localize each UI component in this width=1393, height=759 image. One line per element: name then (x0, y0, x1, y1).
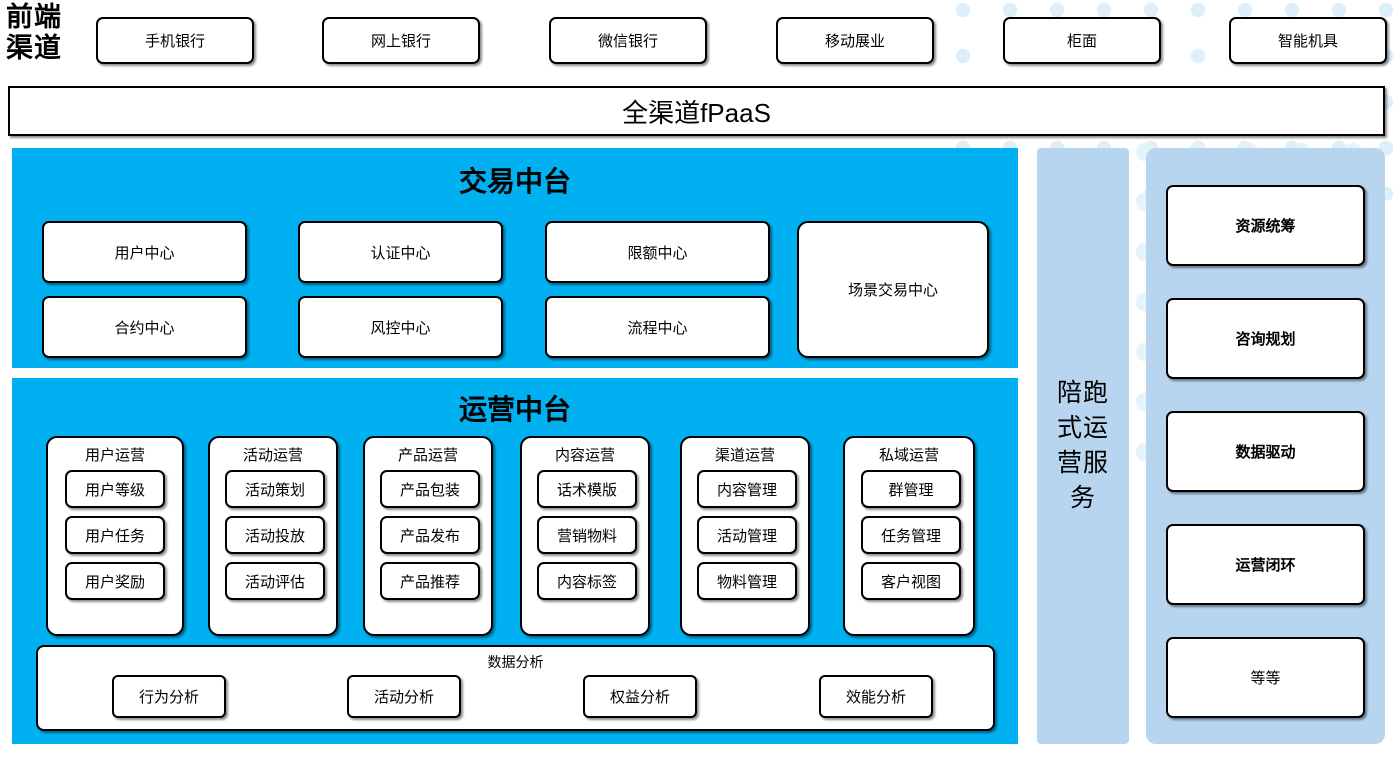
ops-group-title: 活动运营 (242, 447, 303, 464)
ops-group-private-domain-operations: 私域运营 群管理 任务管理 客户视图 (843, 436, 975, 636)
ops-item[interactable]: 营销物料 (537, 516, 637, 554)
trade-box-limit-center[interactable]: 限额中心 (545, 221, 770, 283)
companion-line-3: 营服 (1056, 449, 1109, 477)
channel-label: 网上银行 (370, 33, 431, 50)
service-box-consulting-planning[interactable]: 咨询规划 (1166, 298, 1365, 379)
companion-line-1: 陪跑 (1056, 379, 1109, 407)
companion-line-2: 式运 (1056, 414, 1109, 442)
service-box-data-driven[interactable]: 数据驱动 (1166, 411, 1365, 492)
trade-platform-title: 交易中台 (458, 166, 571, 197)
ops-item[interactable]: 产品推荐 (380, 562, 480, 600)
ops-item[interactable]: 群管理 (861, 470, 961, 508)
ops-group-title: 私域运营 (878, 447, 939, 464)
omnichannel-fpaas-bar[interactable]: 全渠道fPaaS (8, 86, 1385, 136)
ops-group-title: 产品运营 (397, 447, 458, 464)
ops-item[interactable]: 活动评估 (225, 562, 325, 600)
trade-box-label: 流程中心 (627, 319, 688, 337)
trade-box-scenario-transaction-center[interactable]: 场景交易中心 (797, 221, 989, 358)
ops-group-title: 用户运营 (84, 447, 145, 464)
analytics-item-behavior[interactable]: 行为分析 (112, 675, 226, 718)
trade-box-risk-center[interactable]: 风控中心 (298, 296, 503, 358)
channel-box-wechat-bank[interactable]: 微信银行 (549, 17, 707, 64)
companion-line-4: 务 (1069, 484, 1096, 512)
ops-group-campaign-operations: 活动运营 活动策划 活动投放 活动评估 (208, 436, 338, 636)
channel-box-mobile-business[interactable]: 移动展业 (776, 17, 934, 64)
ops-item[interactable]: 物料管理 (697, 562, 797, 600)
channel-label: 移动展业 (824, 33, 885, 50)
ops-item[interactable]: 用户奖励 (65, 562, 165, 600)
ops-item[interactable]: 活动策划 (225, 470, 325, 508)
fpaas-label: 全渠道fPaaS (622, 97, 771, 128)
analytics-item-campaign[interactable]: 活动分析 (347, 675, 461, 718)
ops-item[interactable]: 活动投放 (225, 516, 325, 554)
analytics-item-efficiency[interactable]: 效能分析 (819, 675, 933, 718)
ops-item[interactable]: 用户任务 (65, 516, 165, 554)
trade-box-user-center[interactable]: 用户中心 (42, 221, 247, 283)
channel-label: 柜面 (1066, 33, 1097, 50)
service-box-etc[interactable]: 等等 (1166, 637, 1365, 718)
ops-item[interactable]: 客户视图 (861, 562, 961, 600)
trade-box-label: 风控中心 (370, 319, 431, 337)
service-capability-column: 资源统筹 咨询规划 数据驱动 运营闭环 等等 (1146, 148, 1385, 744)
ops-item[interactable]: 产品发布 (380, 516, 480, 554)
data-analytics-title: 数据分析 (487, 654, 544, 670)
ops-platform-title: 运营中台 (458, 394, 571, 425)
front-end-channel-label: 前端 渠道 (6, 2, 84, 64)
trade-box-auth-center[interactable]: 认证中心 (298, 221, 503, 283)
companion-operation-service-label: 陪跑 式运 营服 务 (1052, 376, 1114, 516)
front-end-channel-label-line1: 前端 (6, 2, 62, 32)
ops-group-product-operations: 产品运营 产品包装 产品发布 产品推荐 (363, 436, 493, 636)
channel-box-online-bank[interactable]: 网上银行 (322, 17, 480, 64)
trade-box-label: 合约中心 (114, 319, 175, 337)
ops-group-channel-operations: 渠道运营 内容管理 活动管理 物料管理 (680, 436, 810, 636)
channel-box-smart-machine[interactable]: 智能机具 (1229, 17, 1387, 64)
trade-box-label: 场景交易中心 (847, 282, 938, 299)
trade-box-label: 限额中心 (627, 244, 688, 262)
service-box-resource-coordination[interactable]: 资源统筹 (1166, 185, 1365, 266)
companion-operation-service-column: 陪跑 式运 营服 务 (1037, 148, 1129, 744)
trade-box-label: 认证中心 (370, 244, 431, 262)
ops-item[interactable]: 任务管理 (861, 516, 961, 554)
ops-group-user-operations: 用户运营 用户等级 用户任务 用户奖励 (46, 436, 184, 636)
ops-item[interactable]: 活动管理 (697, 516, 797, 554)
channel-label: 微信银行 (597, 33, 658, 50)
trade-platform-panel: 交易中台 用户中心 认证中心 限额中心 合约中心 风控中心 流程中心 场景交易中… (12, 148, 1018, 368)
ops-group-content-operations: 内容运营 话术模版 营销物料 内容标签 (520, 436, 650, 636)
ops-item[interactable]: 内容管理 (697, 470, 797, 508)
ops-item[interactable]: 内容标签 (537, 562, 637, 600)
trade-box-label: 用户中心 (114, 244, 175, 262)
service-box-operation-closed-loop[interactable]: 运营闭环 (1166, 524, 1365, 605)
channel-box-mobile-bank[interactable]: 手机银行 (96, 17, 254, 64)
channel-label: 手机银行 (144, 33, 205, 50)
channel-label: 智能机具 (1277, 33, 1338, 50)
ops-group-title: 内容运营 (554, 447, 615, 464)
channel-box-counter[interactable]: 柜面 (1003, 17, 1161, 64)
ops-item[interactable]: 话术模版 (537, 470, 637, 508)
ops-platform-panel: 运营中台 用户运营 用户等级 用户任务 用户奖励 活动运营 活动策划 活动投放 … (12, 378, 1018, 744)
front-end-channel-label-line2: 渠道 (6, 33, 62, 63)
trade-box-contract-center[interactable]: 合约中心 (42, 296, 247, 358)
analytics-item-benefit[interactable]: 权益分析 (583, 675, 697, 718)
ops-item[interactable]: 用户等级 (65, 470, 165, 508)
ops-item[interactable]: 产品包装 (380, 470, 480, 508)
ops-group-title: 渠道运营 (714, 447, 775, 464)
trade-box-process-center[interactable]: 流程中心 (545, 296, 770, 358)
data-analytics-box: 数据分析 行为分析 活动分析 权益分析 效能分析 (36, 645, 995, 731)
